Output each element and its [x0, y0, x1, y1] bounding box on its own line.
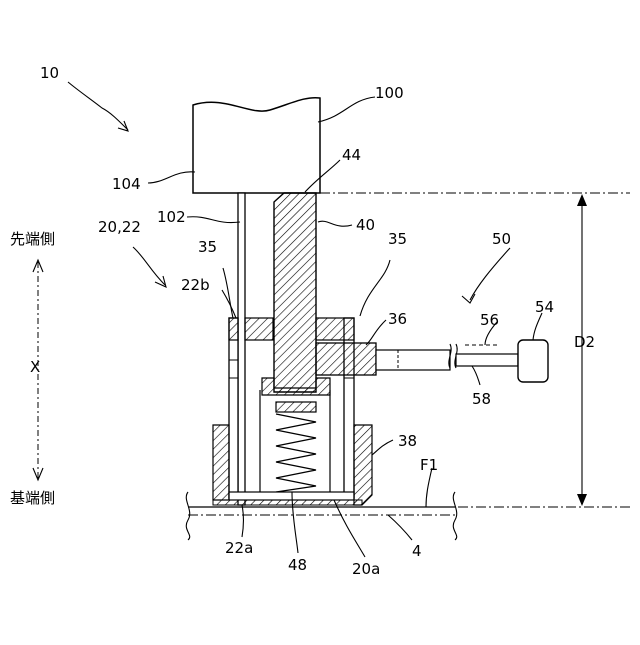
label-44: 44	[342, 146, 361, 164]
knob-54	[518, 340, 548, 382]
plunger-40	[274, 193, 316, 392]
label-35-right: 35	[388, 230, 407, 248]
label-102: 102	[157, 208, 186, 226]
collar-38	[213, 425, 229, 500]
label-20-22: 20,22	[98, 218, 141, 236]
label-56: 56	[480, 311, 499, 329]
spring-48	[276, 414, 316, 492]
cap-35-left-outer	[229, 318, 238, 340]
label-36: 36	[388, 310, 407, 328]
label-48: 48	[288, 556, 307, 574]
label-tip-side: 先端側	[10, 230, 55, 248]
set-screw-36	[316, 343, 376, 375]
tool-holder-100	[193, 98, 320, 193]
cap-35-left-inner	[245, 318, 273, 340]
label-20a: 20a	[352, 560, 380, 578]
label-D2: D2	[574, 333, 595, 351]
label-50: 50	[492, 230, 511, 248]
label-base-side: 基端側	[10, 489, 55, 507]
probe-shaft-58	[376, 350, 450, 370]
label-F1: F1	[420, 456, 438, 474]
label-22b: 22b	[181, 276, 210, 294]
pin-102	[238, 193, 245, 505]
label-22a: 22a	[225, 539, 253, 557]
body-left-wall	[229, 318, 238, 498]
label-54: 54	[535, 298, 554, 316]
cap-35-right	[316, 318, 354, 340]
label-4: 4	[412, 542, 422, 560]
label-10: 10	[40, 64, 59, 82]
label-100: 100	[375, 84, 404, 102]
label-35-left: 35	[198, 238, 217, 256]
label-104: 104	[112, 175, 141, 193]
label-58: 58	[472, 390, 491, 408]
label-40: 40	[356, 216, 375, 234]
label-38: 38	[398, 432, 417, 450]
label-axis-X: X	[30, 358, 40, 376]
